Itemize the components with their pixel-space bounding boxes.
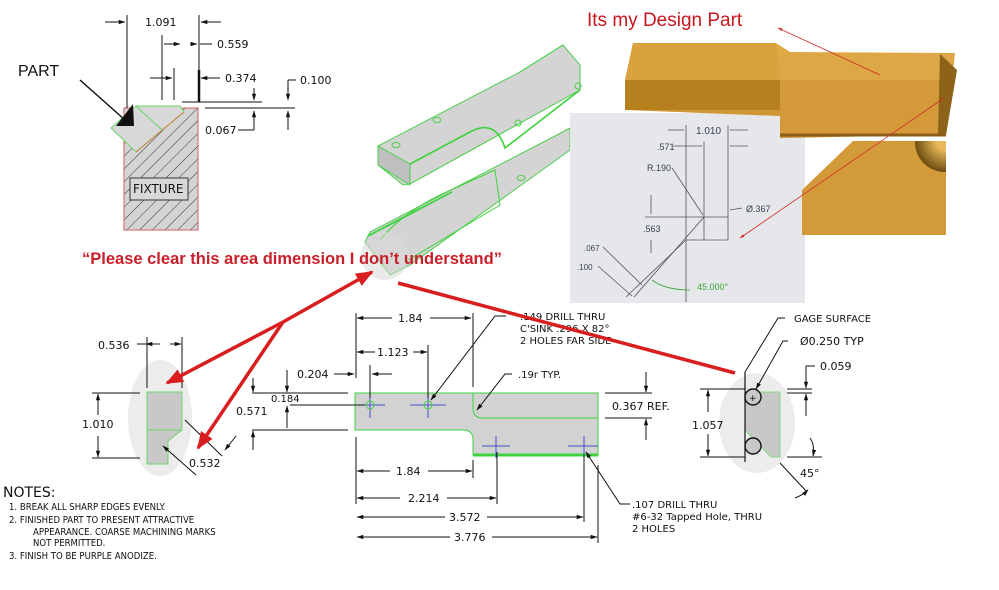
- panel-dim-1-010: 1.010: [696, 126, 721, 137]
- note-3: 3. FINISH TO BE PURPLE ANODIZE.: [9, 551, 157, 562]
- callout-drill-107-line1: .107 DRILL THRU: [632, 500, 717, 511]
- part-arrow-head: [116, 104, 134, 126]
- dim-1-057: 1.057: [692, 419, 724, 432]
- title-pointer-arrow: [777, 27, 881, 76]
- panel-dim-100: .100: [577, 263, 593, 272]
- hole-dia-0-250: Ø0.250 TYP: [800, 335, 864, 348]
- dim-bottom-1-84: 1.84: [396, 465, 421, 478]
- front-view: 0.204 0.184 0.571 1.84 1.123 0.367 REF. …: [236, 312, 762, 544]
- panel-dim-067: .067: [584, 244, 600, 253]
- callout-drill-149-line1: .149 DRILL THRU: [520, 312, 605, 323]
- dim-3-572: 3.572: [449, 511, 481, 524]
- panel-dim-r190: R.190: [647, 163, 671, 173]
- panel-dim-563: .563: [643, 224, 661, 234]
- arrow-to-left-top: [165, 320, 284, 385]
- note-2-cont-a: APPEARANCE. COARSE MACHINING MARKS: [33, 527, 216, 538]
- callout-drill-107-line2: #6-32 Tapped Hole, THRU: [632, 512, 762, 523]
- callout-drill-149-line2: C'SINK .296 X 82°: [520, 324, 609, 335]
- dim-0-374: 0.374: [225, 72, 257, 85]
- notes-block: NOTES: 1. BREAK ALL SHARP EDGES EVENLY. …: [3, 485, 216, 562]
- note-1: 1. BREAK ALL SHARP EDGES EVENLY.: [9, 502, 166, 513]
- svg-text:+: +: [749, 394, 757, 404]
- callout-drill-107-line3: 2 HOLES: [632, 524, 675, 535]
- fixture-label: FIXTURE: [133, 182, 183, 196]
- question-annotation: “Please clear this area dimension I don’…: [82, 250, 502, 268]
- isometric-parts: [361, 44, 582, 280]
- note-2: 2. FINISHED PART TO PRESENT ATTRACTIVE: [9, 515, 194, 526]
- dim-0-184: 0.184: [271, 394, 300, 405]
- arrow-to-iso: [282, 270, 374, 324]
- part-label: PART: [18, 63, 59, 80]
- dim-0-059: 0.059: [820, 360, 852, 373]
- dim-2-214: 2.214: [408, 492, 440, 505]
- detail-panel-bg: [570, 113, 805, 303]
- left-end-view: 0.536 1.010 0.532: [82, 337, 237, 476]
- arrow-to-left-chamfer: [196, 321, 285, 450]
- gage-surface-label: GAGE SURFACE: [794, 314, 871, 325]
- front-view-profile: [354, 392, 599, 456]
- note-2-cont-b: NOT PERMITTED.: [33, 538, 105, 549]
- dim-top-1-84: 1.84: [398, 312, 423, 325]
- dim-1-010: 1.010: [82, 418, 114, 431]
- dim-0-367-ref: 0.367 REF.: [612, 400, 670, 413]
- dim-0-536: 0.536: [98, 339, 130, 352]
- callout-drill-149-line3: 2 HOLES FAR SIDE: [520, 336, 611, 347]
- panel-dim-dia-367: Ø.367: [746, 204, 771, 214]
- detail-panel: 1.010 .571 R.190 Ø.367 .563 .067 .100 45…: [570, 113, 805, 303]
- orange-lower-block: [802, 141, 946, 235]
- dim-0-532: 0.532: [189, 457, 221, 470]
- dim-0-100: 0.100: [300, 74, 332, 87]
- notes-heading: NOTES:: [3, 485, 56, 501]
- right-end-view: + GAGE SURFACE Ø0.250 TYP 0.059 1.057 45…: [692, 314, 871, 499]
- panel-dim-571: .571: [657, 142, 675, 152]
- design-part-title: Its my Design Part: [587, 10, 743, 31]
- dim-0-559: 0.559: [217, 38, 249, 51]
- highlight-circle: [361, 232, 409, 280]
- orange-3d-part: [625, 43, 957, 235]
- fixture-view: 1.091 0.559 0.374 0.100 0.067 PART FIXTU…: [18, 15, 332, 231]
- dim-3-776: 3.776: [454, 531, 486, 544]
- callout-radius: .19r TYP.: [518, 370, 561, 381]
- red-annotation-arrows: [165, 270, 736, 450]
- dim-1-123: 1.123: [377, 346, 409, 359]
- dim-0-067: 0.067: [205, 124, 237, 137]
- fixture-label-box: [129, 177, 189, 201]
- dim-0-204: 0.204: [297, 368, 329, 381]
- dim-1-091: 1.091: [145, 16, 177, 29]
- panel-pointer-arrow: [739, 97, 945, 239]
- panel-dim-angle: 45.000°: [697, 282, 729, 292]
- dim-45-deg: 45°: [800, 467, 820, 480]
- dim-0-571: 0.571: [236, 405, 268, 418]
- arrow-to-right-view: [397, 281, 736, 375]
